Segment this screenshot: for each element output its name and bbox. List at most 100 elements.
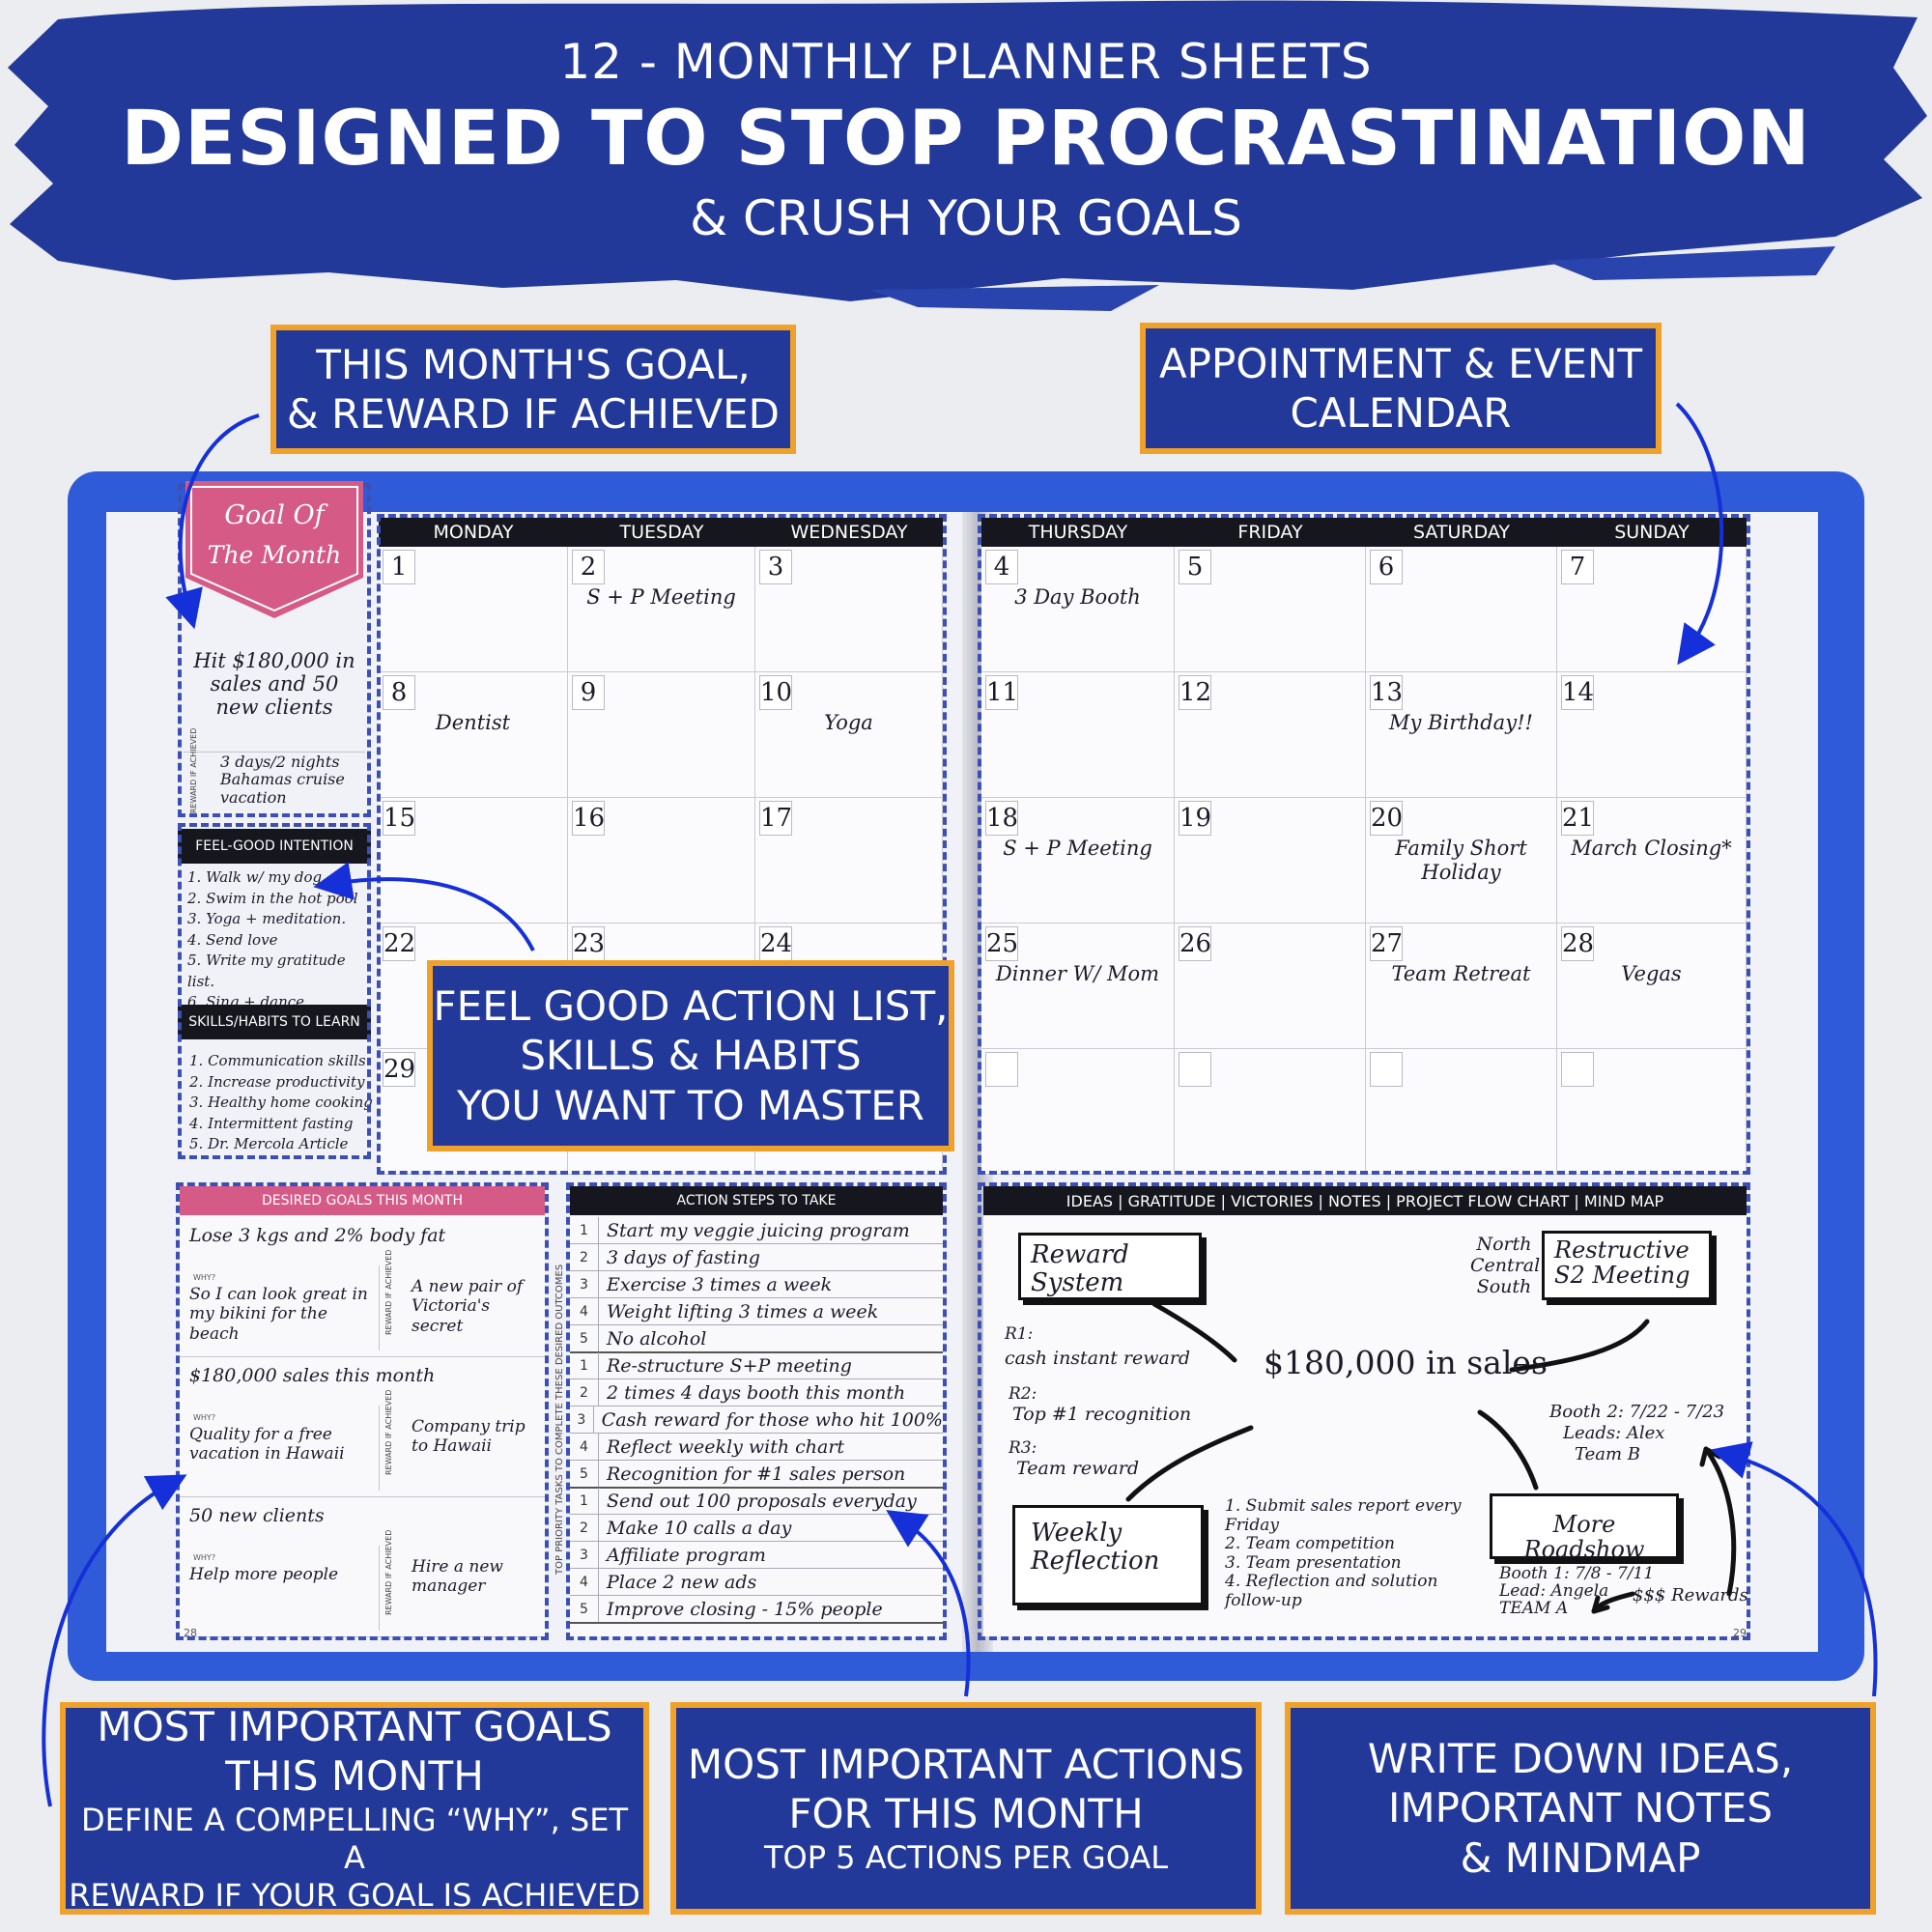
calendar-day[interactable]: 6 [1366,547,1557,672]
callout-goals-line3: DEFINE A COMPELLING “WHY”, SET A [80,1801,628,1876]
calendar-event: Yoga [824,711,873,734]
calendar-day[interactable]: 1 [379,547,568,672]
action-step-number: 4 [570,1569,599,1595]
action-step-number: 3 [570,1542,599,1568]
calendar-day[interactable] [1557,1049,1747,1175]
weekly-reflection-box: Weekly Reflection [1012,1505,1204,1605]
day-number: 13 [1370,675,1403,710]
action-step-text: Send out 100 proposals everyday [607,1490,917,1512]
action-step-text: Exercise 3 times a week [607,1273,833,1295]
callout-actions: MOST IMPORTANT ACTIONS FOR THIS MONTH TO… [670,1702,1262,1915]
day-number: 15 [383,801,415,836]
calendar-day[interactable]: 11 [981,672,1175,798]
day-number [1179,1052,1211,1087]
ideas-border [978,1182,1750,1640]
r1-text: cash instant reward [1005,1348,1191,1369]
day-number: 20 [1370,801,1403,836]
callout-ideas-line3: & MINDMAP [1460,1833,1701,1882]
day-number: 19 [1179,801,1211,836]
calendar-day[interactable]: 3 [755,547,943,672]
callout-actions-line1: MOST IMPORTANT ACTIONS [687,1741,1245,1789]
r2-label: R2: [1009,1384,1037,1404]
reflection-step: 2. Team competition [1225,1534,1395,1554]
calendar-day[interactable]: 19 [1175,798,1366,923]
day-number: 8 [383,675,415,710]
feel-good-item: 3. Yoga + meditation. [187,910,347,927]
teamb-text: Team B [1575,1444,1641,1464]
action-group-divider [570,1487,943,1489]
action-step-text: 3 days of fasting [607,1246,760,1268]
action-step-number: 1 [570,1217,599,1243]
action-step-text: Improve closing - 15% people [607,1598,883,1620]
header-line-3: & CRUSH YOUR GOALS [690,190,1242,246]
action-step-number: 3 [570,1271,599,1297]
day-number: 27 [1370,926,1403,961]
day-number [1561,1052,1594,1087]
why-label: WHY? [193,1553,216,1562]
skills-item: 5. Dr. Mercola Article [189,1135,349,1152]
day-number: 26 [1179,926,1211,961]
calendar-day[interactable]: 14 [1557,672,1747,798]
day-number: 2 [572,550,605,584]
callout-actions-line2: FOR THIS MONTH [788,1790,1144,1838]
goal-reward-divider [184,752,365,753]
goal-reward-text: 3 days/2 nights Bahamas cruise vacation [220,753,345,807]
day-header-friday: FRIDAY [1175,518,1366,547]
action-step-number: 5 [570,1596,599,1622]
callout-feel-good: FEEL GOOD ACTION LIST, SKILLS & HABITS Y… [427,960,954,1151]
calendar-event: March Closing* [1571,837,1732,860]
calendar-day[interactable]: 16 [568,798,755,923]
calendar-left-border [377,514,947,1175]
action-step-number: 5 [570,1325,599,1351]
calendar-day[interactable]: 12 [1175,672,1366,798]
reward-system-box: Reward System [1018,1233,1202,1300]
goal-text: Lose 3 kgs and 2% body fat [189,1225,446,1246]
desired-goals-panel: DESIRED GOALS THIS MONTH Lose 3 kgs and … [180,1186,545,1639]
skills-item: 2. Increase productivity [189,1072,365,1091]
calendar-event: Team Retreat [1391,962,1531,985]
calendar-day[interactable]: 26 [1175,923,1366,1049]
why-label: WHY? [193,1273,216,1282]
day-number: 9 [572,675,605,710]
calendar-day[interactable] [1175,1049,1366,1175]
day-number: 6 [1370,550,1403,584]
calendar-day[interactable] [981,1049,1175,1175]
day-number: 4 [985,550,1018,584]
rewards-text: $$$ Rewards [1633,1585,1748,1605]
more-roadshow-box: More Roadshow [1490,1493,1679,1563]
calendar-day[interactable]: 5 [1175,547,1366,672]
action-step-text: Recognition for #1 sales person [607,1463,906,1485]
day-number: 11 [985,675,1018,710]
day-number: 25 [985,926,1018,961]
calendar-event: Vegas [1621,962,1682,985]
calendar-right-border [978,514,1750,1175]
header-line-2: DESIGNED TO STOP PROCRASTINATION [121,96,1811,183]
r3-label: R3: [1009,1438,1037,1458]
callout-goals-line1: MOST IMPORTANT GOALS [97,1703,612,1751]
day-header-thursday: THURSDAY [981,518,1175,547]
why-text: So I can look great in my bikini for the… [189,1285,368,1344]
day-number: 1 [383,550,415,584]
callout-goal-reward: THIS MONTH'S GOAL, & REWARD IF ACHIEVED [270,325,796,454]
day-number [985,1052,1018,1087]
calendar-day[interactable]: 17 [755,798,943,923]
why-label: WHY? [193,1413,216,1422]
calendar-day[interactable]: 9 [568,672,755,798]
